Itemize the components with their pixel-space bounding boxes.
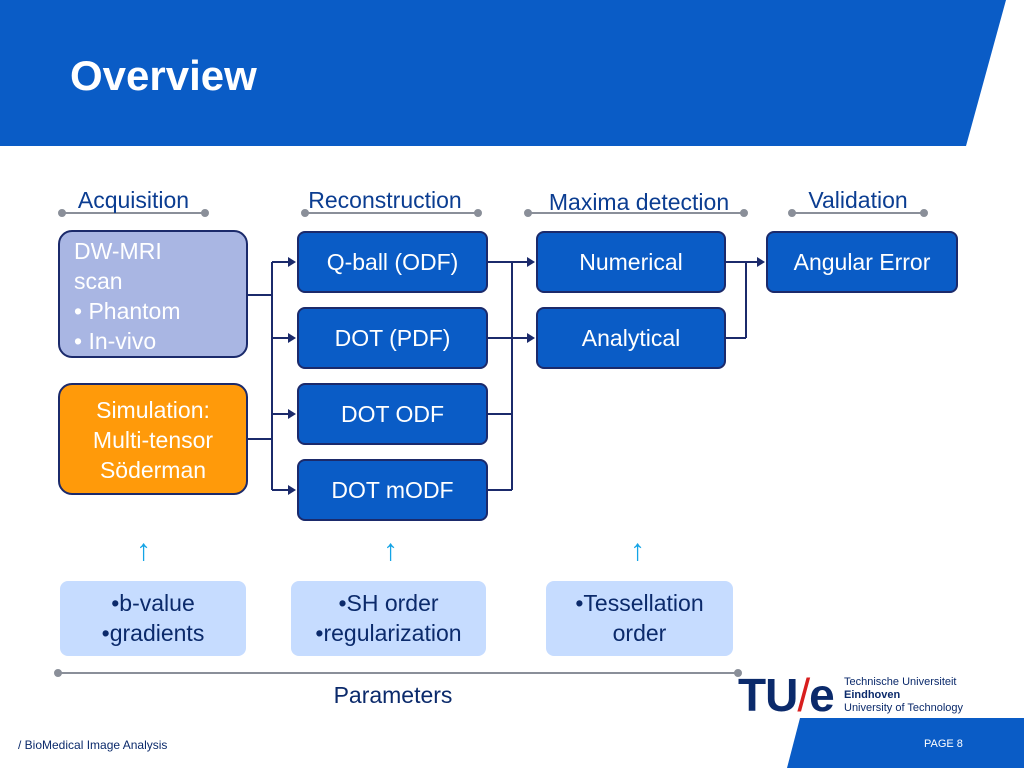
footer-page-number: PAGE 8 [924, 738, 963, 750]
up-arrow-icon: ↑ [630, 534, 645, 567]
university-name: Technische Universiteit Eindhoven Univer… [844, 676, 963, 715]
param-box-maxima: •Tessellation order [546, 581, 733, 656]
angular-error-box: Angular Error [766, 231, 958, 293]
qball-odf-box: Q-ball (ODF) [297, 231, 488, 293]
param-box-reconstruction: •SH order •regularization [291, 581, 486, 656]
param-line: •SH order [338, 590, 439, 616]
footer-course-label: / BioMedical Image Analysis [18, 738, 168, 752]
simulation-box: Simulation: Multi-tensor Söderman [58, 383, 248, 495]
param-line: •Tessellation [575, 590, 704, 616]
simulation-line: Söderman [99, 457, 207, 483]
dot-pdf-box: DOT (PDF) [297, 307, 488, 369]
logo-tu: TU [738, 669, 798, 721]
dwmri-line: scan [74, 268, 123, 294]
logo-e: e [809, 669, 835, 721]
dwmri-scan-box: DW-MRI scan • Phantom • In-vivo [58, 230, 248, 358]
parameters-label: Parameters [333, 682, 453, 708]
simulation-line: Multi-tensor [92, 427, 214, 453]
analytical-box: Analytical [536, 307, 726, 369]
university-line: Eindhoven [844, 689, 901, 701]
tue-logo: TU/e [738, 668, 835, 722]
logo-slash: / [797, 669, 810, 721]
dwmri-line: • In-vivo [74, 328, 157, 354]
university-line: Technische Universiteit [844, 676, 957, 688]
stage-label-acquisition: Acquisition [77, 187, 190, 213]
param-line: •regularization [315, 620, 462, 646]
page-title: Overview [70, 52, 257, 99]
param-line: •gradients [101, 620, 205, 646]
param-box-acquisition: •b-value •gradients [60, 581, 246, 656]
param-line: •b-value [111, 590, 195, 616]
header-banner [0, 0, 1006, 146]
dwmri-line: • Phantom [74, 298, 181, 324]
dwmri-line: DW-MRI [74, 238, 162, 264]
stage-label-validation: Validation [808, 187, 908, 213]
dot-odf-box: DOT ODF [297, 383, 488, 445]
university-line: University of Technology [844, 702, 964, 714]
up-arrow-icon: ↑ [136, 534, 151, 567]
stage-label-maxima-detection: Maxima detection [548, 189, 730, 215]
numerical-box: Numerical [536, 231, 726, 293]
simulation-line: Simulation: [96, 397, 210, 423]
param-line: order [612, 620, 667, 646]
up-arrow-icon: ↑ [383, 534, 398, 567]
dot-modf-box: DOT mODF [297, 459, 488, 521]
stage-label-reconstruction: Reconstruction [308, 187, 462, 213]
